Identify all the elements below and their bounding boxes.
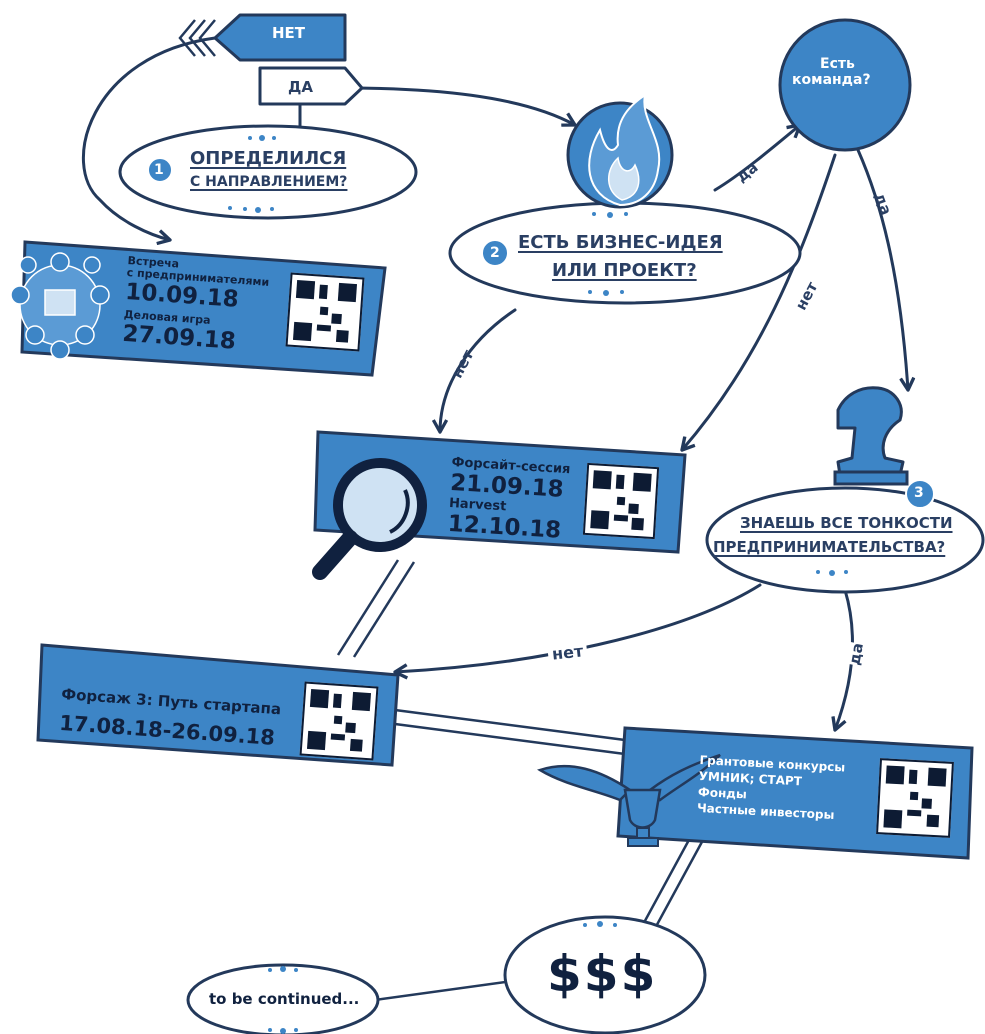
q1-number: 1 [154,162,164,178]
start-arrow-yes [258,66,364,106]
q1-line1: ОПРЕДЕЛИЛСЯ [190,148,347,169]
grants-box-content: Грантовые конкурсы УМНИК; СТАРТ Фонды Ча… [697,752,846,824]
q2-line2: ИЛИ ПРОЕКТ? [552,260,697,281]
team-line1: Есть [820,56,855,72]
winged-cup-icon [537,753,721,847]
money-ellipse [503,915,707,1034]
meet-box-content: Встреча с предпринимателями 10.09.18 Дел… [122,254,271,357]
q3-ellipse [705,479,985,594]
meeting-people-icon [10,252,110,360]
q3-line1: ЗНАЕШЬ ВСЕ ТОНКОСТИ [740,514,953,532]
foresight-box-content: Форсайт-сессия 21.09.18 Harvest 12.10.18 [447,455,571,544]
q3-number: 3 [914,485,924,501]
q1-ellipse [118,124,418,220]
team-line2: команда? [792,72,871,88]
q2-number: 2 [490,245,500,261]
edge-label-q3-grants-yes: да [845,641,867,667]
start-no-label: НЕТ [272,24,306,42]
qr-code-icon [582,462,660,540]
dot-accents [228,135,848,1034]
qr-code-icon [285,272,365,352]
continued-ellipse [186,963,380,1034]
q2-line1: ЕСТЬ БИЗНЕС-ИДЕЯ [518,232,723,253]
qr-code-icon [876,758,954,838]
chess-knight-icon [833,386,909,486]
q3-line2: ПРЕДПРИНИМАТЕЛЬСТВА? [713,538,946,556]
start-arrow-no [178,13,347,62]
q1-line2: С НАПРАВЛЕНИЕМ? [190,174,348,190]
start-yes-label: ДА [288,78,313,96]
continued-label: to be continued... [209,990,360,1008]
qr-code-icon [299,681,379,761]
q2-ellipse [448,201,802,305]
fire-icon [566,92,674,209]
team-circle [778,18,912,152]
pipe-lines [336,559,705,1002]
money-label: $$$ [547,945,658,1003]
magnifier-icon [312,458,427,580]
